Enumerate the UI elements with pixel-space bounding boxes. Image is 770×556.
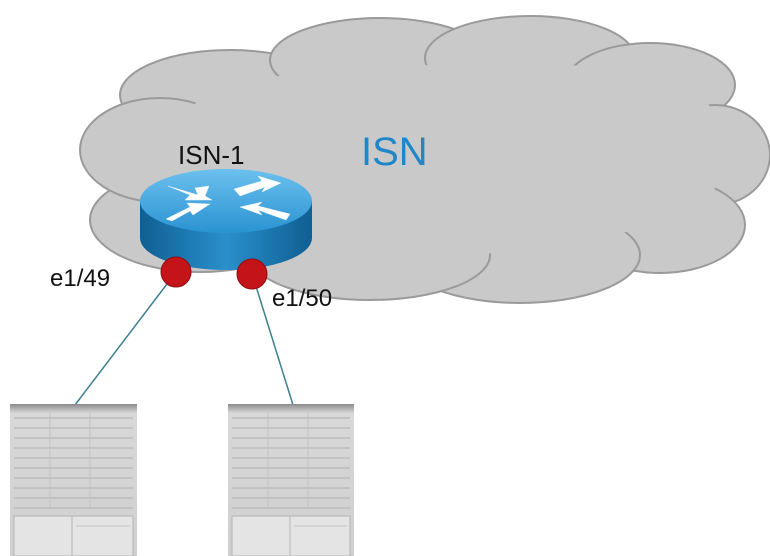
- router-label: ISN-1: [178, 140, 245, 170]
- port-label-e1-50: e1/50: [272, 285, 333, 312]
- router-icon: [140, 169, 312, 270]
- switch-chassis-icon: [10, 404, 137, 556]
- link-e1-50: [254, 282, 294, 406]
- switch-chassis-icon: [228, 404, 354, 556]
- link-e1-49: [74, 279, 171, 406]
- port-label-e1-49: e1/49: [50, 265, 111, 292]
- port-e1-49-dot: [160, 256, 192, 288]
- cloud-label: ISN: [361, 130, 428, 174]
- port-e1-50-dot: [236, 258, 268, 290]
